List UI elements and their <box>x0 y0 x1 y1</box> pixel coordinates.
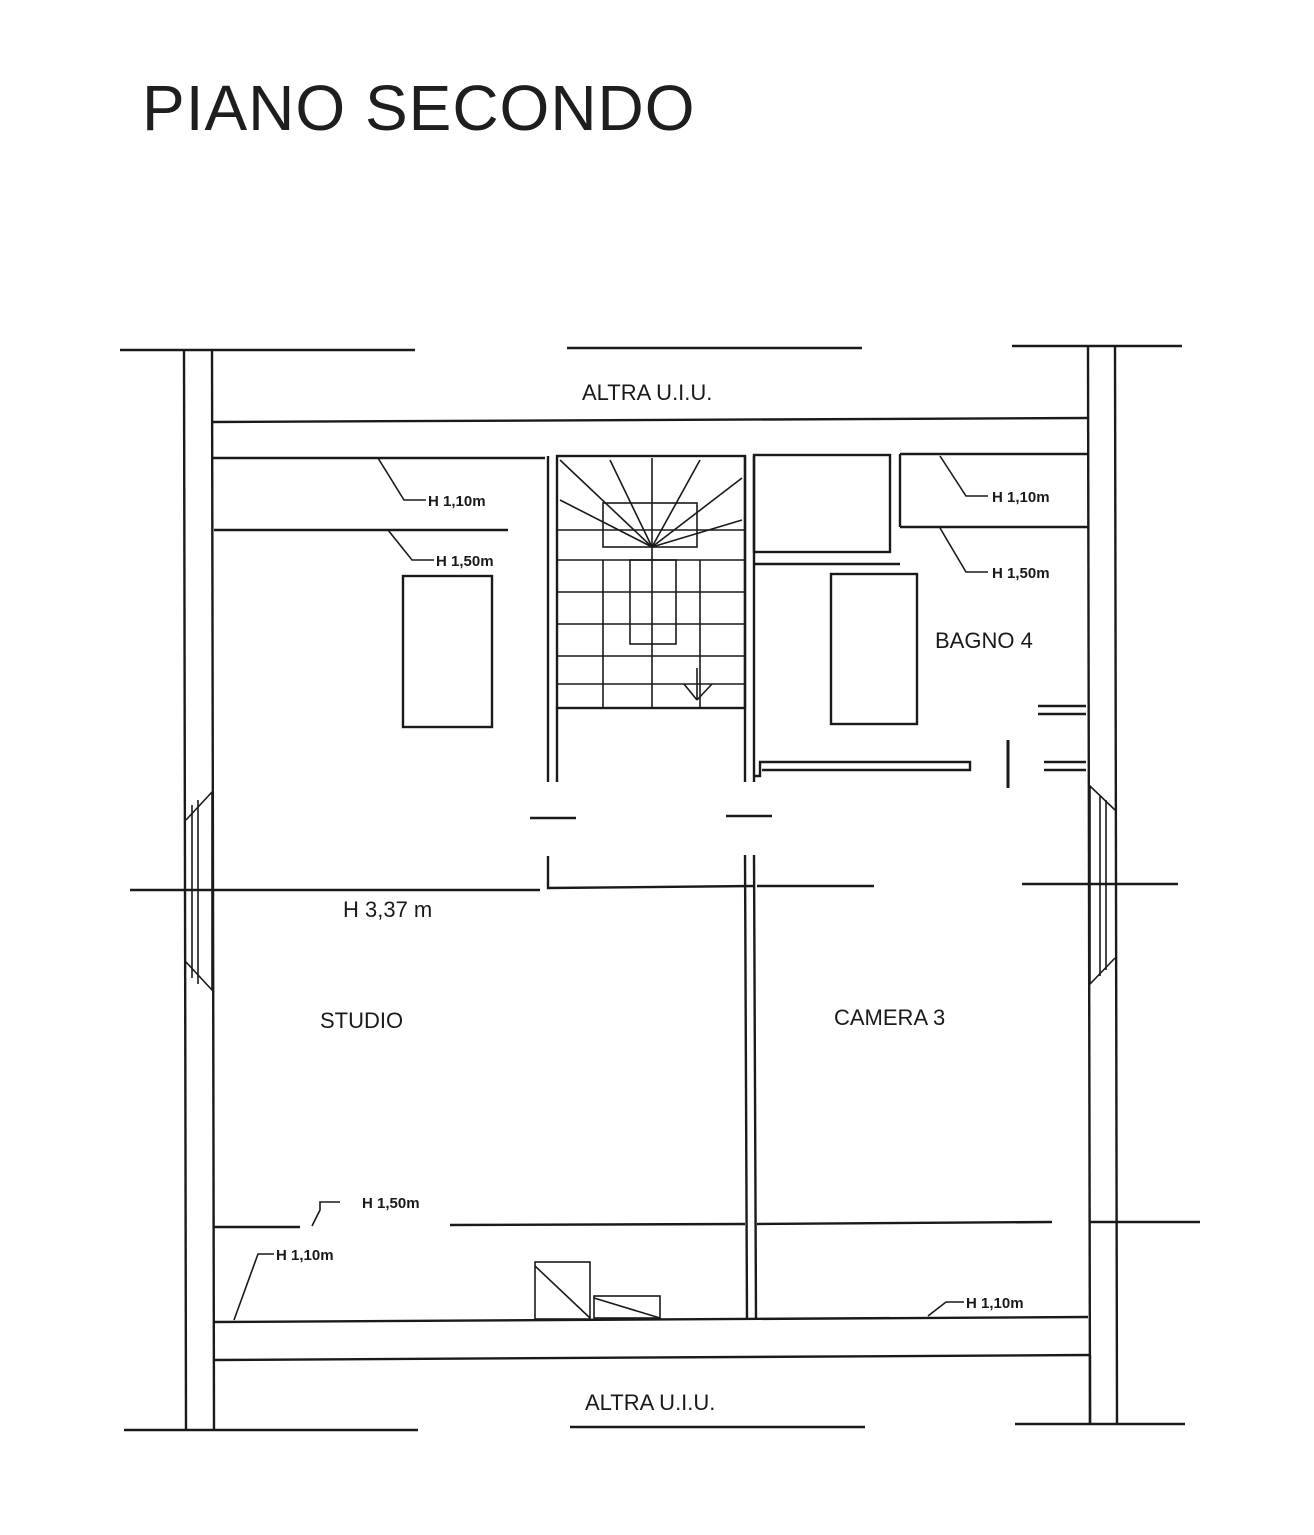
study-top-details <box>214 528 508 729</box>
bottom-slope-lines <box>214 1220 1200 1229</box>
height-label-bath-top-110: H 1,10m <box>992 489 1050 506</box>
other-unit-top-label: ALTRA U.I.U. <box>582 380 712 405</box>
chimney-shaft <box>534 1261 661 1320</box>
main-height-label: H 3,37 m <box>343 897 432 922</box>
bedroom-label: CAMERA 3 <box>834 1005 945 1030</box>
other-unit-bottom-label: ALTRA U.I.U. <box>585 1390 715 1415</box>
height-label-study-top-110: H 1,10m <box>428 493 486 510</box>
height-label-study-bottom-110: H 1,10m <box>276 1247 334 1264</box>
height-label-bath-top-150: H 1,50m <box>992 565 1050 582</box>
height-label-study-top-150: H 1,50m <box>436 553 494 570</box>
height-label-study-bottom-150: H 1,50m <box>362 1195 420 1212</box>
bathroom-label: BAGNO 4 <box>935 628 1033 653</box>
plan-title: PIANO SECONDO <box>142 72 696 144</box>
height-leaders <box>233 455 988 1321</box>
section-lines <box>130 882 1178 892</box>
other-unit-top-strip <box>211 416 1089 424</box>
outer-bottom-lines <box>124 1422 1185 1432</box>
bathroom-walls <box>752 452 1088 788</box>
height-label-bedroom-bottom-110: H 1,10m <box>966 1295 1024 1312</box>
outer-top-lines <box>120 344 1182 352</box>
other-unit-bottom-strip <box>213 1353 1092 1424</box>
staircase <box>546 454 756 782</box>
corridor-marks <box>530 814 772 1321</box>
study-label: STUDIO <box>320 1008 403 1033</box>
